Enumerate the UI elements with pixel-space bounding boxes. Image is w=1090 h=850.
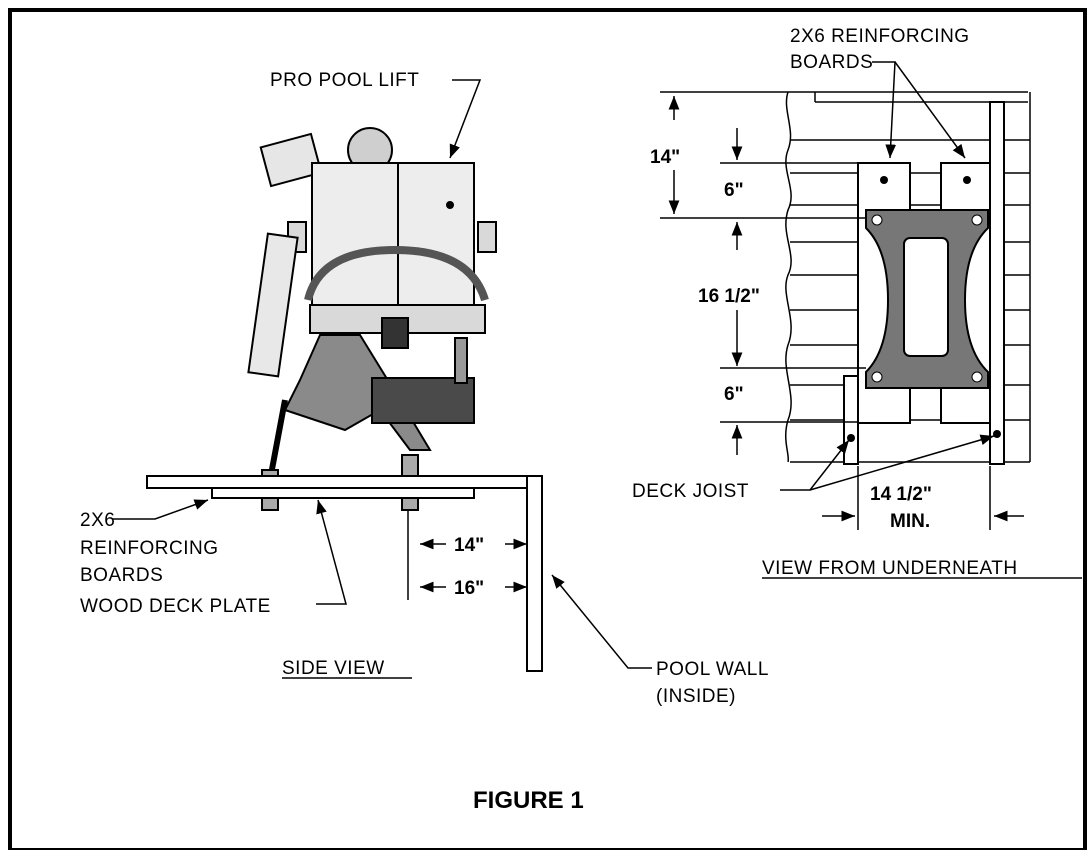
pool-wall-side	[526, 475, 543, 672]
reinforcing-board-side	[211, 487, 475, 499]
figure-border	[8, 8, 1087, 850]
under-dim-width-1: 14 1/2"	[870, 484, 932, 505]
header-fragment: ... ... ... ... ... ... ...	[22, 0, 141, 15]
side-board-label-3: BOARDS	[80, 565, 163, 586]
pool-wall-label-1: POOL WALL	[656, 659, 769, 680]
under-dim-width-2: MIN.	[890, 511, 930, 532]
under-dim-6-lower: 6"	[724, 384, 744, 405]
under-board-label-2: BOARDS	[790, 52, 873, 73]
pool-wall-label-2: (INSIDE)	[656, 686, 736, 707]
side-view-title: SIDE VIEW	[282, 658, 385, 679]
deck-joist-label: DECK JOIST	[632, 481, 749, 502]
deck-joist-right	[989, 101, 1005, 465]
pro-pool-lift-label: PRO POOL LIFT	[270, 70, 419, 91]
pool-lift-drawing	[247, 127, 497, 511]
figure-caption: FIGURE 1	[473, 787, 584, 814]
deck-joist-left	[843, 375, 859, 465]
underneath-view: 14" 6" 16 1/2" 6" 14 1/2" MIN. 2X6 REINF…	[632, 26, 1082, 579]
under-dim-14: 14"	[650, 147, 680, 168]
side-dim-14: 14"	[454, 535, 484, 556]
side-board-label-2: REINFORCING	[80, 538, 219, 559]
underneath-view-title: VIEW FROM UNDERNEATH	[762, 558, 1018, 579]
under-dim-6-upper: 6"	[724, 180, 744, 201]
side-board-label-1: 2X6	[80, 510, 115, 531]
wood-deck-plate-label: WOOD DECK PLATE	[80, 596, 271, 617]
wood-deck-plate-side	[146, 475, 543, 489]
side-view: 14" 16" PRO POOL LIFT 2X6 REINFORCING BO…	[80, 70, 769, 707]
side-dim-16: 16"	[454, 578, 484, 599]
under-board-label-1: 2X6 REINFORCING	[790, 26, 970, 47]
under-dim-16-half: 16 1/2"	[698, 286, 760, 307]
